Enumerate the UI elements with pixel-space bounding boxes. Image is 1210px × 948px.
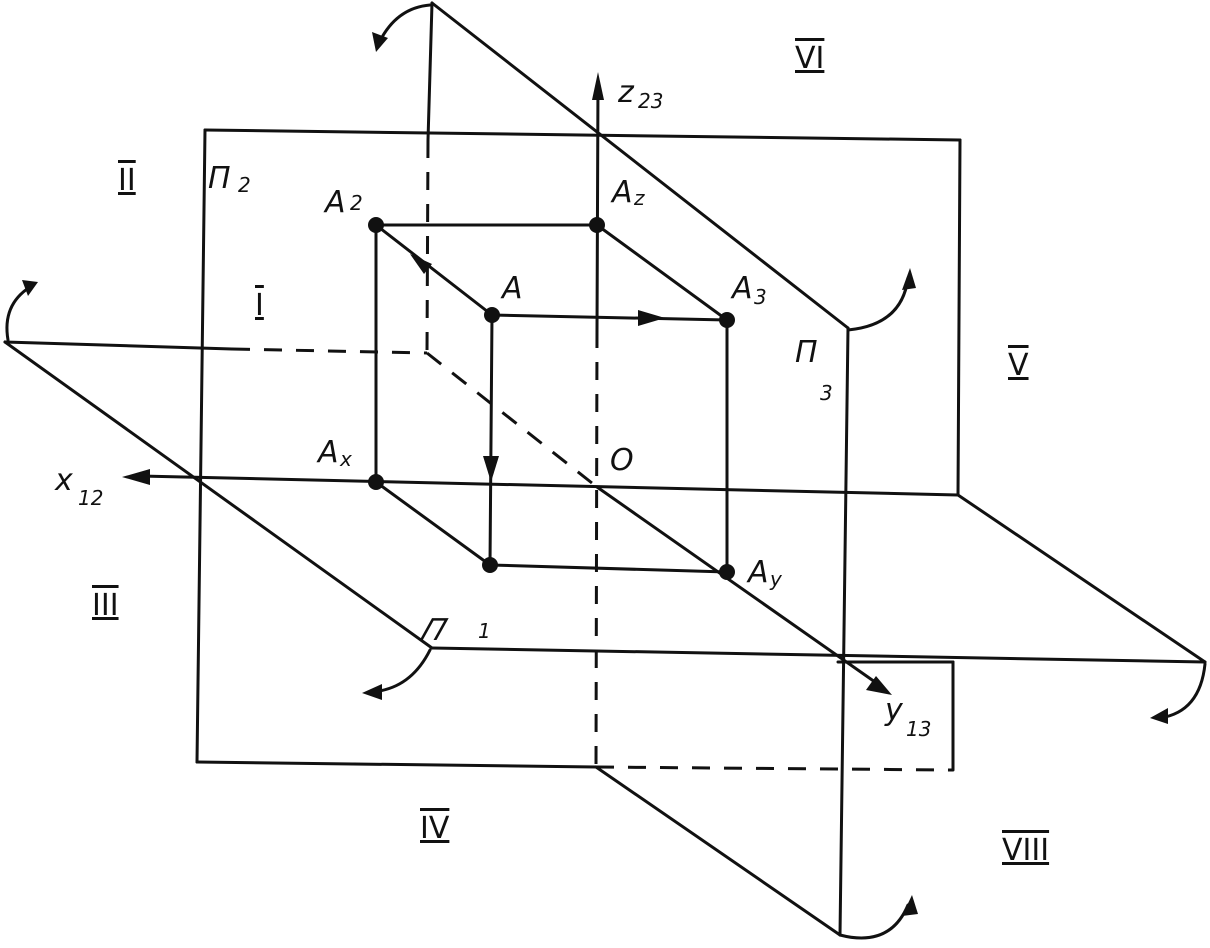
x-axis-label: x bbox=[54, 463, 73, 498]
point-a-label: A bbox=[500, 271, 523, 306]
plane-p2-sub: 2 bbox=[238, 173, 251, 197]
plane-p1-label: Π bbox=[416, 613, 451, 648]
point-ax-label: A bbox=[316, 435, 339, 470]
z-axis-label: z bbox=[617, 75, 635, 110]
rotation-arrows bbox=[5, 3, 1207, 940]
plane-p3-label: Π bbox=[795, 335, 818, 370]
plane-p3-sub: 3 bbox=[820, 381, 833, 405]
z-axis-sub: 23 bbox=[638, 89, 663, 113]
octant-vi: VI bbox=[795, 41, 824, 76]
point-a1 bbox=[482, 557, 498, 573]
y-axis-arrowhead bbox=[866, 676, 892, 695]
y-axis-sub: 13 bbox=[906, 717, 931, 741]
point-a2-sub: 2 bbox=[350, 191, 363, 215]
arrow-to-a1 bbox=[483, 456, 499, 482]
octant-iii: III bbox=[92, 588, 119, 623]
arrow-to-a2 bbox=[410, 254, 432, 274]
point-az bbox=[589, 217, 605, 233]
plane-p2-outline bbox=[195, 128, 962, 772]
origin-label: O bbox=[610, 443, 634, 478]
point-az-label: A bbox=[610, 175, 633, 210]
octant-i: I bbox=[255, 288, 264, 323]
projection-lines bbox=[374, 223, 729, 574]
point-a2 bbox=[368, 217, 384, 233]
octant-v: V bbox=[1008, 348, 1029, 383]
plane-p3-outline bbox=[425, 1, 850, 937]
point-a2-label: A bbox=[323, 185, 346, 220]
point-a3-sub: 3 bbox=[754, 285, 767, 309]
point-ax bbox=[368, 474, 384, 490]
octant-viii: VIII bbox=[1002, 833, 1049, 868]
point-a3 bbox=[719, 312, 735, 328]
point-ay bbox=[719, 564, 735, 580]
z-axis-arrowhead bbox=[592, 72, 604, 100]
point-ax-sub: x bbox=[339, 447, 352, 471]
plane-p1-sub: 1 bbox=[478, 619, 491, 643]
rotation-arrow-left bbox=[5, 285, 32, 342]
points bbox=[368, 217, 735, 580]
y-axis-label: y bbox=[884, 693, 904, 728]
plane-p1-outline bbox=[3, 340, 1207, 664]
x-axis-sub: 12 bbox=[78, 486, 103, 510]
plane-p2-label: Π bbox=[208, 161, 231, 196]
octant-iv: IV bbox=[420, 811, 450, 846]
x-axis-arrowhead bbox=[122, 469, 150, 485]
rotation-arrow-p3 bbox=[846, 276, 910, 332]
axes bbox=[122, 72, 960, 768]
point-a bbox=[484, 307, 500, 323]
point-ay-label: A bbox=[746, 555, 769, 590]
point-az-sub: z bbox=[633, 186, 645, 210]
arrow-to-a3 bbox=[638, 310, 665, 326]
point-a3-label: A bbox=[730, 271, 753, 306]
octant-ii: II bbox=[118, 163, 136, 198]
point-ay-sub: y bbox=[769, 567, 783, 591]
rotation-arrow-bottom bbox=[838, 903, 910, 940]
